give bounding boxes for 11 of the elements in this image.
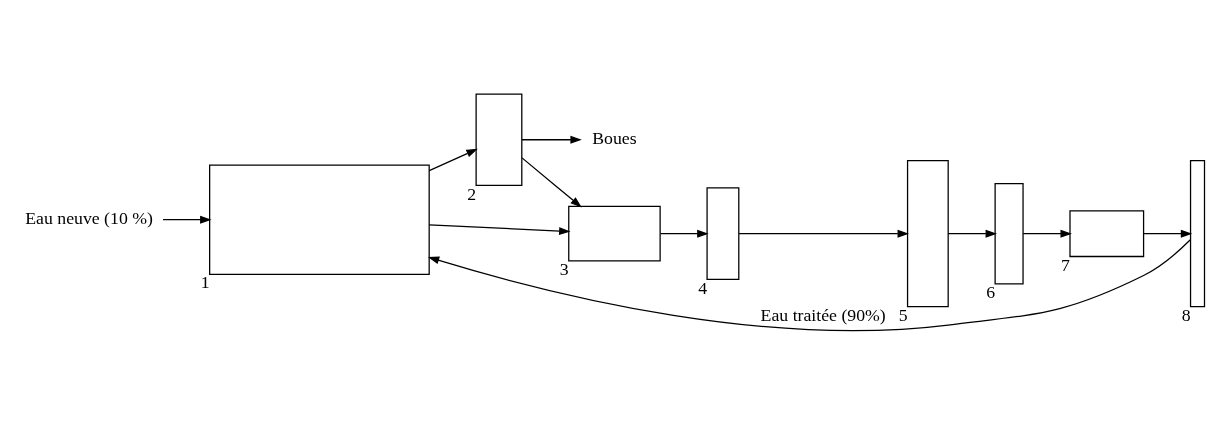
node-label: 2 bbox=[467, 183, 477, 204]
node-text: Boues bbox=[592, 128, 637, 149]
node-label: 1 bbox=[200, 272, 210, 293]
node-label: 4 bbox=[698, 277, 708, 298]
edge-label: Eau traitée (90%) bbox=[760, 305, 886, 326]
node-label: 7 bbox=[1061, 254, 1070, 275]
node-text: Eau neuve (10 %) bbox=[25, 208, 153, 229]
node-label: 8 bbox=[1181, 304, 1191, 325]
node-label: 5 bbox=[898, 304, 908, 325]
node-label: 6 bbox=[986, 282, 996, 302]
node-label: 3 bbox=[559, 259, 569, 280]
